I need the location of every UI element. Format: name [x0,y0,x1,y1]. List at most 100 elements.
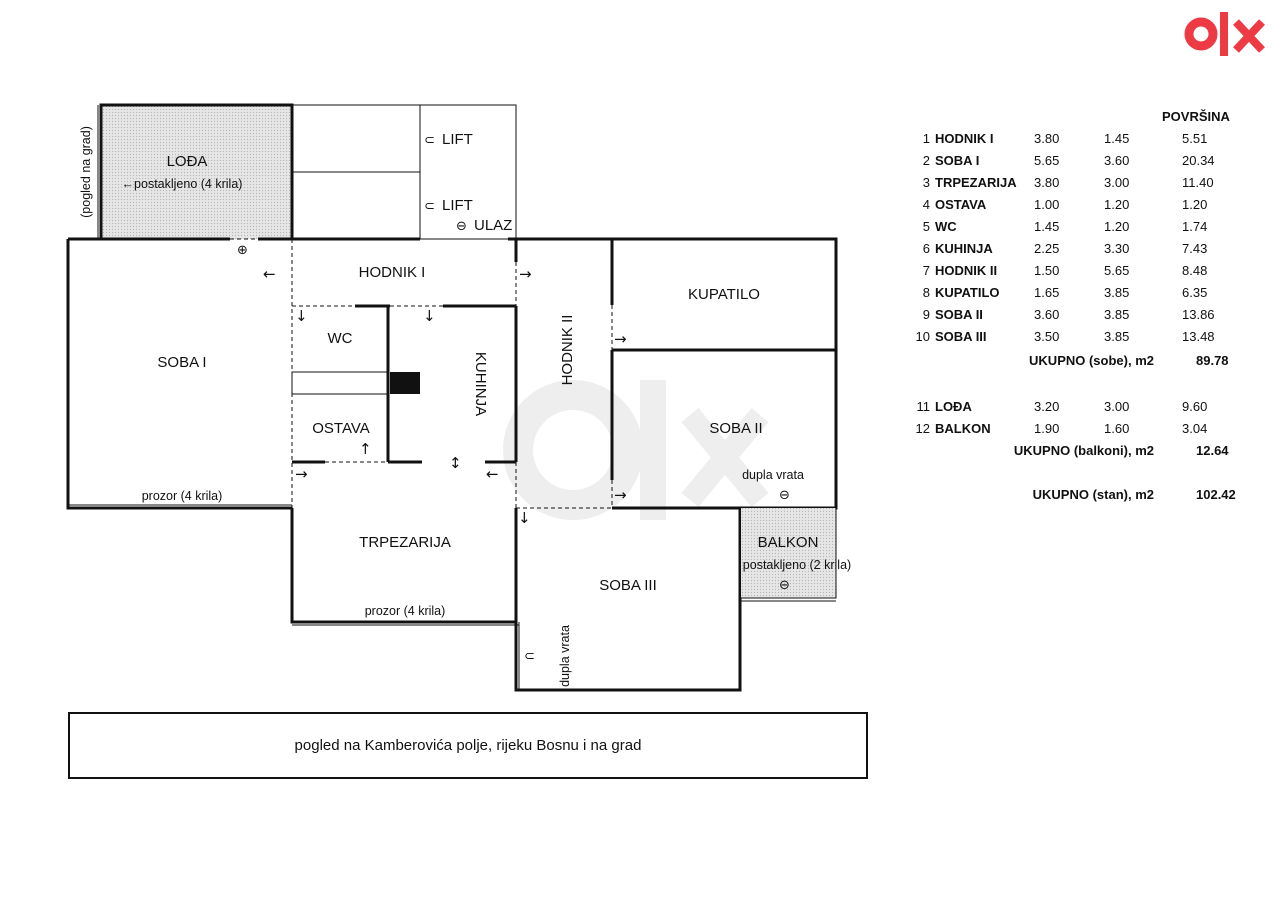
room-kuhinja: KUHINJA [472,352,489,416]
room-name: HODNIK II [935,263,998,278]
dimension-a: 2.25 [1034,241,1060,256]
arrow-right-icon: → [614,330,627,348]
row-number: 4 [922,197,930,212]
room-trpezarija: TRPEZARIJA [359,534,451,551]
room-area: 7.43 [1182,241,1208,256]
room-soba-2: SOBA II [709,420,762,437]
arrow-right-icon: → [295,465,308,483]
arrow-right-icon: → [614,486,627,504]
room-name: KUPATILO [935,285,1000,300]
room-area: 1.74 [1182,219,1208,234]
row-number: 7 [922,263,930,278]
dimension-b: 3.85 [1104,329,1130,344]
table-row: 7 HODNIK II 1.50 5.65 8.48 [900,260,1250,282]
dimension-a: 1.00 [1034,197,1060,212]
row-number: 9 [922,307,930,322]
dimension-b: 3.85 [1104,285,1130,300]
balcony-area [741,508,836,598]
room-area: 8.48 [1182,263,1208,278]
total-rooms-value: 89.78 [1196,353,1229,368]
olx-logo [1184,12,1265,56]
dimension-a: 3.80 [1034,175,1060,190]
room-balkon: BALKON [758,534,819,551]
dimension-a: 3.50 [1034,329,1060,344]
dimension-a: 1.50 [1034,263,1060,278]
door-icon: ⊕ [237,243,248,258]
double-door-note-2: dupla vrata [558,625,572,687]
dimension-a: 1.65 [1034,285,1060,300]
dimension-a: 3.80 [1034,131,1060,146]
olx-watermark [503,380,769,520]
window-note-2: prozor (4 krila) [365,604,446,618]
room-area: 11.40 [1182,175,1214,190]
room-area: 13.86 [1182,307,1215,322]
lift-label-1: LIFT [442,131,473,148]
row-number: 2 [922,153,930,168]
room-hodnik-2: HODNIK II [559,315,576,386]
loggia-side-note: (pogled na grad) [79,126,93,218]
area-header: POVRŠINA [1162,109,1230,124]
loggia-note: ←postakljeno (4 krila) [122,177,243,191]
dimension-a: 1.90 [1034,421,1060,436]
room-ostava: OSTAVA [312,420,370,437]
view-note-box: pogled na Kamberovića polje, rijeku Bosn… [68,712,868,779]
dimension-b: 3.60 [1104,153,1130,168]
loggia-label: LOĐA [167,153,208,170]
dimension-b: 3.85 [1104,307,1130,322]
room-kupatilo: KUPATILO [688,286,760,303]
total-balconies-value: 12.64 [1196,443,1229,458]
view-note: pogled na Kamberovića polje, rijeku Bosn… [294,737,642,754]
arrow-down-icon: ↓ [295,307,308,325]
room-wc: WC [328,330,353,347]
row-number: 3 [922,175,930,190]
door-icon: ⊖ [779,488,790,503]
room-name: SOBA II [935,307,983,322]
arrow-right-icon: → [519,265,532,283]
door-icon: ⊂ [424,133,435,148]
arrow-down-icon: ↓ [423,307,436,325]
row-number: 1 [922,131,930,146]
dimension-a: 3.60 [1034,307,1060,322]
room-name: SOBA I [935,153,980,168]
row-number: 12 [915,421,930,436]
dimension-b: 1.20 [1104,219,1130,234]
row-number: 10 [915,329,930,344]
room-soba-1: SOBA I [157,354,206,371]
room-name: BALKON [935,421,991,436]
balcony-note: postakljeno (2 krila) [743,558,851,572]
room-hodnik-1: HODNIK I [359,264,426,281]
room-soba-3: SOBA III [599,577,657,594]
door-icon: ⊖ [456,219,467,234]
dimension-b: 1.20 [1104,197,1130,212]
room-name: SOBA III [935,329,987,344]
table-row: 9 SOBA II 3.60 3.85 13.86 [900,304,1250,326]
row-number: 8 [922,285,930,300]
door-icon: ⊖ [779,578,790,593]
arrow-left-icon: ← [263,265,276,283]
dimension-b: 3.30 [1104,241,1130,256]
total-balconies-label: UKUPNO (balkoni), m2 [1013,443,1154,458]
room-name: KUHINJA [935,241,993,256]
arrow-updown-icon: ↕ [449,454,462,472]
row-number: 5 [922,219,930,234]
window-note-1: prozor (4 krila) [142,489,223,503]
total-flat-value: 102.42 [1196,487,1236,502]
room-name: TRPEZARIJA [935,175,1017,190]
door-icon: ⊂ [424,199,435,214]
room-area: 9.60 [1182,399,1208,414]
dimension-b: 1.45 [1104,131,1130,146]
arrow-up-icon: ↑ [359,440,372,458]
total-flat-label: UKUPNO (stan), m2 [1032,487,1154,502]
dimension-b: 5.65 [1104,263,1130,278]
